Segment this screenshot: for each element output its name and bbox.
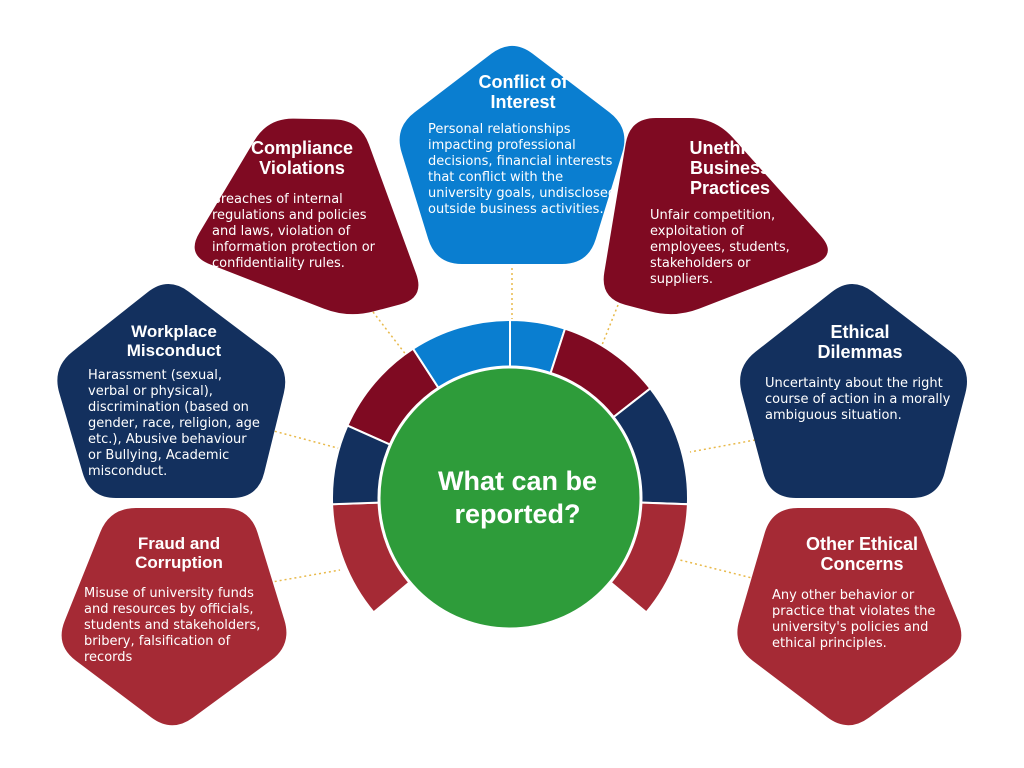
- category-conflict-of-interest: Conflict of Interest Personal relationsh…: [428, 72, 618, 218]
- category-description: Any other behavior or practice that viol…: [772, 588, 936, 651]
- connector-line: [254, 569, 341, 586]
- connector-line: [599, 304, 619, 351]
- connector-line: [689, 439, 756, 453]
- pentagon-shapes: [57, 45, 968, 726]
- category-description: Misuse of university funds and resources…: [84, 586, 261, 665]
- pentagon-dilemmas: [740, 283, 968, 498]
- category-title: Workplace Misconduct: [126, 322, 222, 360]
- category-description: Harassment (sexual, verbal or physical),…: [88, 368, 260, 479]
- center-circle: [377, 365, 643, 631]
- category-title: Fraud and Corruption: [135, 534, 223, 572]
- category-title: Other Ethical Concerns: [805, 534, 919, 574]
- pentagon-compliance: [194, 118, 419, 315]
- category-title: Compliance Violations: [250, 138, 354, 178]
- category-title: Unethical Business Practices: [689, 138, 771, 198]
- pentagon-other: [737, 508, 962, 726]
- center-label: What can be reported?: [437, 466, 598, 529]
- category-compliance-violations: Compliance Violations Breaches of intern…: [212, 138, 392, 272]
- category-ethical-dilemmas: Ethical Dilemmas Uncertainty about the r…: [765, 322, 955, 424]
- pentagon-unethical: [603, 118, 828, 315]
- connector-line: [679, 559, 761, 581]
- connector-line: [369, 307, 411, 361]
- ring-segments: [331, 318, 689, 614]
- category-description: Breaches of internal regulations and pol…: [212, 192, 376, 271]
- category-unethical-business-practices: Unethical Business Practices Unfair comp…: [650, 138, 810, 288]
- category-description: Personal relationships impacting profess…: [428, 122, 617, 217]
- pentagon-conflict: [399, 45, 625, 265]
- category-workplace-misconduct: Workplace Misconduct Harassment (sexual,…: [88, 322, 260, 480]
- pentagon-workplace: [57, 283, 286, 498]
- category-fraud-and-corruption: Fraud and Corruption Misuse of universit…: [84, 534, 274, 666]
- category-title: Conflict of Interest: [478, 72, 568, 112]
- pentagon-fraud: [61, 508, 287, 726]
- category-description: Uncertainty about the right course of ac…: [765, 376, 951, 423]
- category-title: Ethical Dilemmas: [817, 322, 903, 362]
- category-other-ethical-concerns: Other Ethical Concerns Any other behavio…: [772, 534, 952, 652]
- category-description: Unfair competition, exploitation of empl…: [650, 208, 790, 287]
- connector-line: [269, 429, 346, 451]
